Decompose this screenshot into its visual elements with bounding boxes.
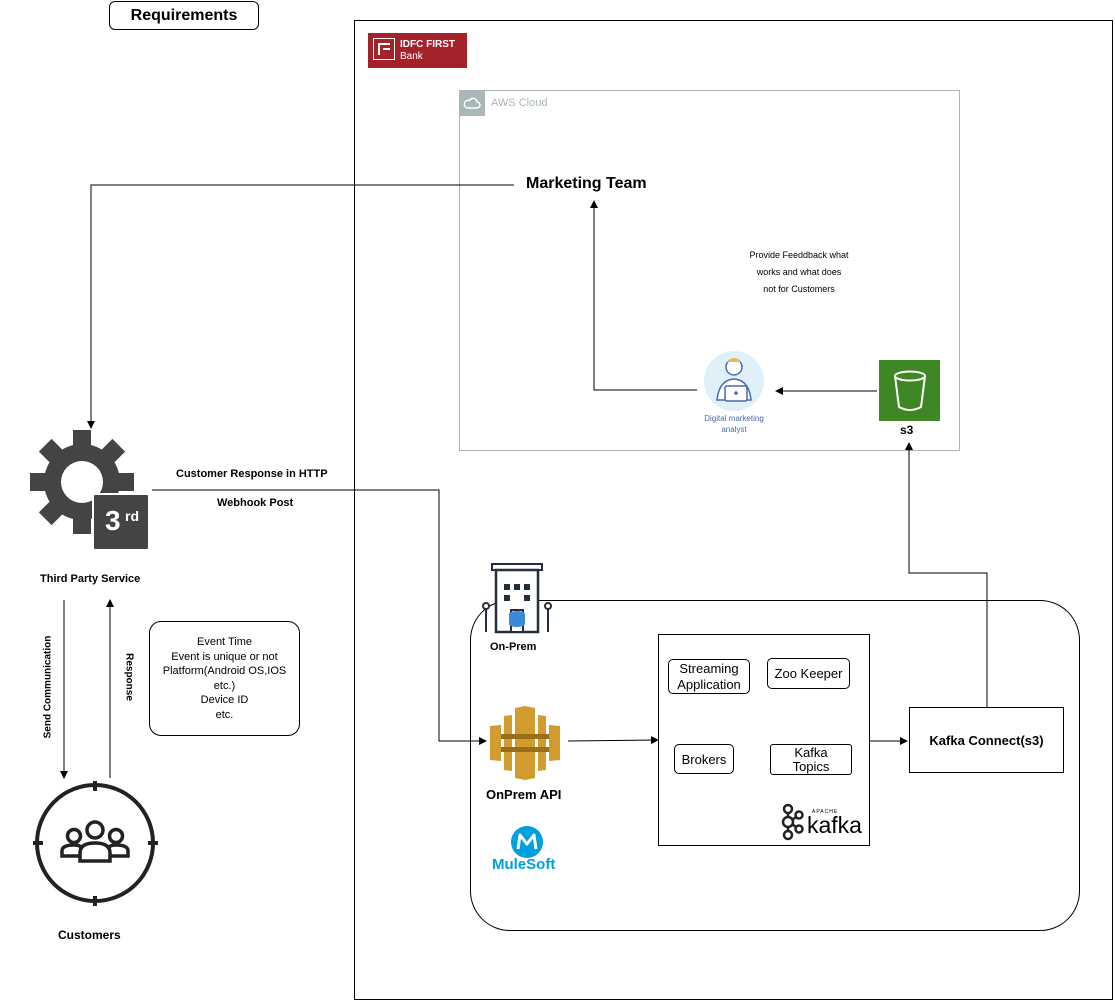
- streaming-line2: Application: [677, 676, 741, 692]
- kafka-logo-icon: [780, 803, 804, 846]
- analyst-label-line2: analyst: [721, 425, 747, 434]
- marketing-to-third-party-connector: [87, 184, 514, 429]
- kafka-topics-box: Kafka Topics: [770, 744, 852, 775]
- bank-boundary: [354, 20, 1113, 1000]
- analyst-label: Digital marketing analyst: [684, 413, 784, 435]
- event-note: Event Time Event is unique or not Platfo…: [149, 621, 300, 736]
- feedback-line-1: Provide Feeddback what: [749, 250, 849, 260]
- streaming-application-box: Streaming Application: [668, 659, 750, 694]
- feedback-line-2: works and what does: [756, 267, 842, 277]
- topics-line1: Kafka: [794, 744, 828, 760]
- third-party-badge-number: 3: [105, 505, 121, 536]
- onprem-label: On-Prem: [490, 641, 537, 653]
- http-response-label: Customer Response in HTTP: [176, 468, 328, 480]
- event-note-line-1: Event Time: [196, 636, 253, 648]
- third-party-badge: 3 rd: [92, 493, 150, 551]
- zookeeper-box: Zoo Keeper: [767, 658, 850, 689]
- feedback-note: Provide Feeddback what works and what do…: [724, 247, 874, 298]
- event-note-line-3: Platform(Android OS,IOS: [162, 665, 287, 677]
- s3-label: s3: [900, 423, 914, 437]
- event-note-line-2: Event is unique or not: [171, 650, 278, 663]
- brokers-box: Brokers: [674, 744, 734, 774]
- bank-logo-line1: IDFC FIRST: [400, 39, 455, 50]
- webhook-post-label: Webhook Post: [217, 497, 294, 509]
- onprem-building-icon: [482, 562, 552, 639]
- kafka-logo-small-text: APACHE: [812, 809, 839, 815]
- bank-logo-mark-icon: [373, 38, 395, 60]
- onprem-api-label: OnPrem API: [486, 787, 562, 802]
- aws-cloud-icon: [459, 90, 485, 116]
- requirements-title: Requirements: [109, 1, 259, 30]
- bank-logo-line2: Bank: [400, 51, 423, 62]
- event-note-line-5: Device ID: [200, 694, 249, 706]
- mulesoft-logo-icon: [510, 825, 544, 864]
- idfc-bank-logo: IDFC FIRST Bank: [368, 33, 467, 68]
- third-party-badge-suffix: rd: [125, 508, 139, 524]
- third-party-to-api-connector: [152, 489, 487, 745]
- customers-label: Customers: [58, 928, 121, 942]
- analyst-label-line1: Digital marketing: [704, 414, 764, 423]
- api-gateway-icon: [488, 706, 562, 785]
- analyst-to-marketing-connector: [590, 200, 697, 391]
- third-party-label: Third Party Service: [40, 573, 141, 585]
- kafka-logo-text: kafka: [807, 812, 862, 838]
- mulesoft-label: MuleSoft: [492, 856, 556, 873]
- onprem-group: [470, 600, 1080, 931]
- analyst-icon: [703, 350, 765, 417]
- event-note-line-4: etc.): [213, 679, 236, 692]
- event-note-line-6: etc.: [215, 708, 234, 721]
- aws-cloud-label: AWS Cloud: [491, 97, 548, 109]
- kafka-connect-box: Kafka Connect(s3): [909, 707, 1064, 773]
- aws-cloud-group: [459, 90, 960, 451]
- feedback-line-3: not for Customers: [763, 284, 835, 294]
- marketing-team-label: Marketing Team: [526, 175, 647, 192]
- streaming-line1: Streaming: [679, 660, 739, 676]
- kafka-connect-to-s3-connector: [905, 442, 988, 707]
- customers-icon: [33, 781, 158, 911]
- topics-line2: Topics: [792, 758, 830, 774]
- api-to-kafka-connector: [567, 736, 659, 745]
- s3-bucket-icon: [879, 360, 940, 421]
